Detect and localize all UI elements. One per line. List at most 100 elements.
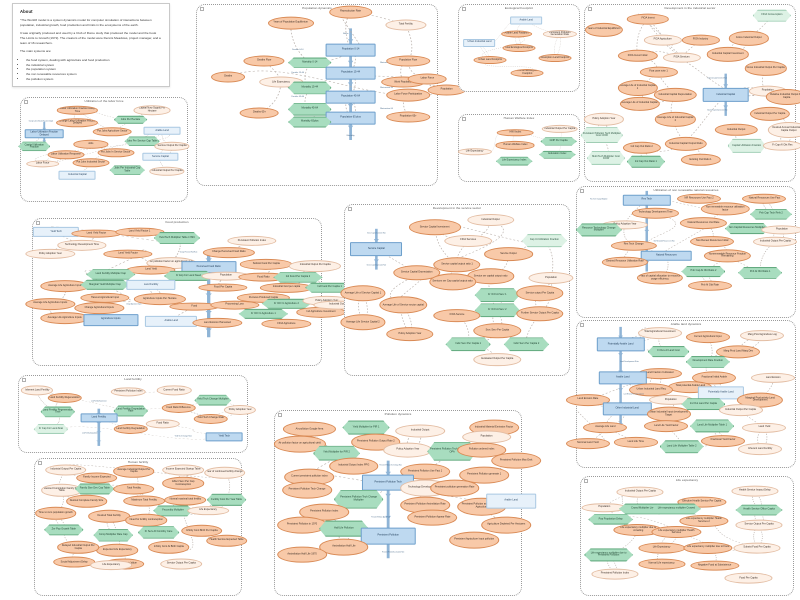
node-table-function[interactable]: Multi Tech Multiplier Cost ICOR (586, 150, 626, 166)
node-variable[interactable]: Land Life Time (613, 436, 658, 448)
panel-resize-handle[interactable] (36, 221, 40, 225)
node-variable[interactable]: Health Service Expected Table (205, 534, 248, 547)
node-table-function[interactable]: Development Rate Fraction (685, 355, 730, 368)
node-variable[interactable]: Change Labor Utilization Fraction Delaye… (56, 118, 99, 128)
node-table-function[interactable]: Persistent Pollution Tech Multiplier Cos… (580, 127, 623, 144)
node-table-function[interactable]: Mortality 15-44 (288, 81, 332, 95)
node-variable[interactable]: Service capital output ratio 1 (433, 256, 481, 273)
node-variable[interactable]: Persistent Pollution Generation Rate (542, 30, 577, 39)
node-variable[interactable]: Subsist Food Per Capita (240, 259, 293, 270)
node-variable[interactable]: Social Adjustment Delay (53, 556, 95, 568)
node-variable[interactable]: Delayed Industrial Output Per Capita (57, 541, 100, 554)
node-variable[interactable]: Persistent Pollution Index (111, 387, 146, 397)
node-variable[interactable]: Policy Adoption Year (224, 405, 257, 416)
node-variable[interactable]: Population 65+ (386, 111, 430, 123)
node-table-function[interactable]: Ind Out Land Per Capita (681, 398, 726, 411)
node-variable[interactable]: Fr Cap Al Obt Res (763, 140, 800, 152)
node-table-function[interactable]: Ind Cap Out Ratio 1 (626, 155, 665, 168)
node-table-function[interactable]: Fr ICO At Serv 2 (474, 303, 520, 318)
node-table-function[interactable]: Fertility Cost Per Year Table (206, 493, 247, 506)
node-variable[interactable]: Life Expectancy (187, 505, 229, 516)
node-table-function[interactable]: Zer Pop Growth Table (44, 524, 84, 536)
node-variable[interactable]: Industrial Output (395, 424, 445, 438)
node-variable[interactable]: Policy Adoption Year (386, 327, 434, 342)
node-variable[interactable]: Pollution ordered index (456, 442, 507, 458)
node-table-function[interactable]: Fr ICO At Serv 1 (474, 288, 520, 302)
node-variable[interactable]: Desired Total Fertility (88, 509, 130, 523)
node-variable[interactable]: Service ser capital output ratio (466, 268, 515, 285)
node-variable[interactable]: Human Welfare Index (495, 141, 535, 150)
node-variable[interactable]: Natural Resources Use Fact (742, 193, 787, 204)
node-variable[interactable]: Population (581, 502, 627, 513)
node-table-function[interactable]: Mortality 0-14 (288, 57, 332, 69)
node-variable[interactable]: Infinity Cont At Birth Capita (148, 541, 190, 554)
node-variable[interactable]: Nominal Land Yield (565, 437, 610, 450)
node-variable[interactable]: Yield Tech Change Rate (193, 413, 228, 424)
node-table-function[interactable]: Resource Technology Change Multiplier (575, 223, 622, 237)
node-variable[interactable]: Gross Industrial Output Per Capita (744, 61, 787, 76)
node-variable[interactable]: Industrial Output Per Capita (753, 236, 798, 247)
node-variable[interactable]: Labor Utilization Response (47, 149, 85, 160)
node-variable[interactable]: Average Life Agriculture Input (40, 280, 90, 293)
node-stock[interactable]: Arable Land (598, 371, 647, 385)
node-table-function[interactable]: Jobs Per Hectare (113, 115, 148, 124)
panel-resize-handle[interactable] (38, 461, 42, 465)
panel-resize-handle[interactable] (22, 378, 26, 382)
node-table-function[interactable]: Marginal Yield Multiplier Cap (80, 279, 130, 290)
node-variable[interactable]: Effect Serv Per Cap Contraception (162, 477, 205, 490)
node-table-function[interactable]: Land Life Multiplier Table 2 (659, 439, 704, 454)
node-variable[interactable]: Desired Complete Family Size (65, 494, 108, 508)
node-table-function[interactable]: Capital Utilization Fraction (727, 138, 766, 153)
node-variable[interactable]: FIOA Invest Initial (617, 49, 658, 63)
node-variable[interactable]: FIOA Services (662, 52, 701, 64)
node-stock[interactable]: Industrial Capital (58, 171, 96, 180)
node-variable[interactable]: Inherent Land Fertility (738, 443, 783, 456)
node-variable[interactable]: Land Erosion Harvested (192, 317, 242, 328)
node-variable[interactable]: Marg Prod Agriculture Log (740, 329, 785, 342)
node-variable[interactable]: Service Capital Investment (408, 219, 461, 235)
node-variable[interactable]: Average Industrial Output Per Capita (113, 465, 155, 478)
node-variable[interactable]: Persistent Pollution Index (227, 235, 277, 247)
node-variable[interactable]: Population (461, 430, 512, 444)
panel-resize-handle[interactable] (200, 7, 204, 11)
node-table-function[interactable]: Jobs Per Industrial Cap Table (109, 165, 145, 175)
node-variable[interactable]: Land Fertility Degradation (113, 424, 148, 435)
node-variable[interactable]: Industrial Output Per Capita (749, 106, 790, 122)
node-variable[interactable]: Deaths Flow (243, 55, 285, 67)
node-variable[interactable]: Industrial Capital Depreciation (654, 87, 697, 102)
node-variable[interactable]: Normal maximal total fertility (164, 494, 207, 506)
node-variable[interactable]: Srvc Serv Per Capita (473, 323, 522, 339)
node-variable[interactable]: Health Service Impact Delay (731, 485, 779, 497)
node-variable[interactable]: Further Service Output Per Capita (516, 306, 564, 322)
node-table-function[interactable]: Health Service Office Capita (735, 504, 783, 516)
node-variable[interactable]: Service Output Per Capita (160, 558, 203, 570)
node-variable[interactable]: Life Expectancy (457, 148, 492, 156)
node-variable[interactable]: Average Life Agriculture Inputs (25, 297, 75, 310)
node-variable[interactable]: Industrial Output (714, 123, 758, 137)
node-variable[interactable]: Pot Jobs Industrial Sector (72, 158, 110, 168)
node-variable[interactable]: Industrial Output Index PPG (328, 457, 379, 475)
node-variable[interactable]: Change Perceived Food Ratio (202, 246, 255, 259)
node-variable[interactable]: Income Expected Startup Table (162, 464, 205, 476)
node-variable[interactable]: Persistent Pollution Appear Rate (407, 509, 458, 527)
node-variable[interactable]: Life expectancy multiplier Health Servic… (679, 514, 729, 527)
node-stock[interactable]: Population 45-64 (325, 90, 376, 104)
node-table-function[interactable]: Land Fertility Degradation Rate (113, 405, 148, 417)
node-variable[interactable]: Relative Industrial Output Per Capita (765, 88, 800, 105)
node-variable[interactable]: Services ser Cap capital output ratio (428, 272, 477, 291)
node-variable[interactable]: Service output Per Capita (516, 285, 564, 302)
node-variable[interactable]: Food Ratio Difference (161, 402, 196, 413)
node-table-function[interactable]: Pnb Cap Al Obt Ratio 2 (681, 265, 726, 278)
node-table-function[interactable]: Education Index (539, 150, 576, 159)
node-variable[interactable]: Total Ecological Footprint (502, 44, 536, 52)
node-table-function[interactable]: Life expectancy multiplier Crowed (651, 503, 701, 515)
node-table-function[interactable]: Jobs Per Service Cap Table (124, 136, 160, 146)
node-table-function[interactable]: Ind Food Per Capita 2 (273, 272, 323, 283)
node-variable[interactable]: Existing Out Ratio 1 (680, 153, 721, 167)
